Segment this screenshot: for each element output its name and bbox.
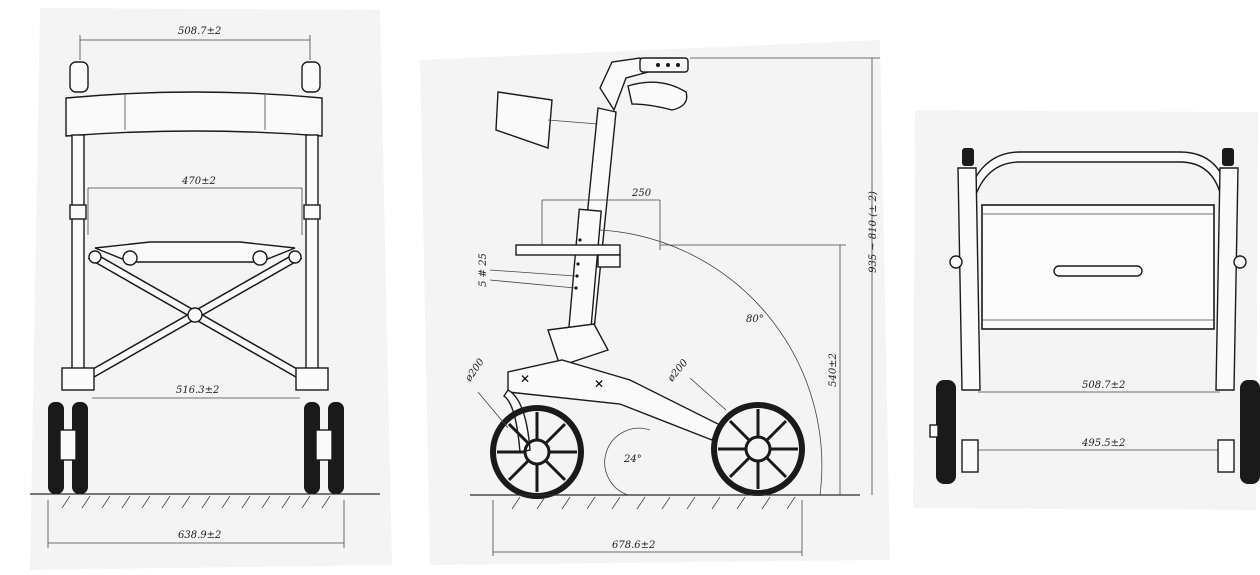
dim-width-lower: 495.5±2 <box>1081 438 1125 449</box>
side-view: 935 ~ 810 (± 2) 250 5 # 25 80° <box>463 57 880 556</box>
top-view: 508.7±2 495.5±2 <box>929 148 1260 484</box>
dim-top-width: 508.7±2 <box>178 26 221 37</box>
dim-width-upper: 508.7±2 <box>1082 380 1125 391</box>
side-view-panel <box>420 40 890 565</box>
dim-length: 678.6±2 <box>612 540 655 551</box>
dim-seat-depth: 250 <box>631 188 652 199</box>
dim-angle-base: 24° <box>623 454 642 465</box>
dim-seat-height: 540±2 <box>828 353 839 387</box>
svg-text:✕: ✕ <box>520 372 530 386</box>
front-view-panel <box>30 8 392 570</box>
front-view: 508.7±2 470±2 516.3± <box>30 26 380 548</box>
dim-base-width: 638.9±2 <box>178 530 221 541</box>
dim-height: 935 ~ 810 (± 2) <box>868 191 879 273</box>
dim-wheel-inner: 516.3±2 <box>176 385 219 396</box>
dim-step: 5 # 25 <box>478 253 489 287</box>
dim-angle-fold: 80° <box>746 314 764 325</box>
dim-crossbar-width: 470±2 <box>181 176 216 187</box>
svg-text:✕: ✕ <box>594 377 604 391</box>
